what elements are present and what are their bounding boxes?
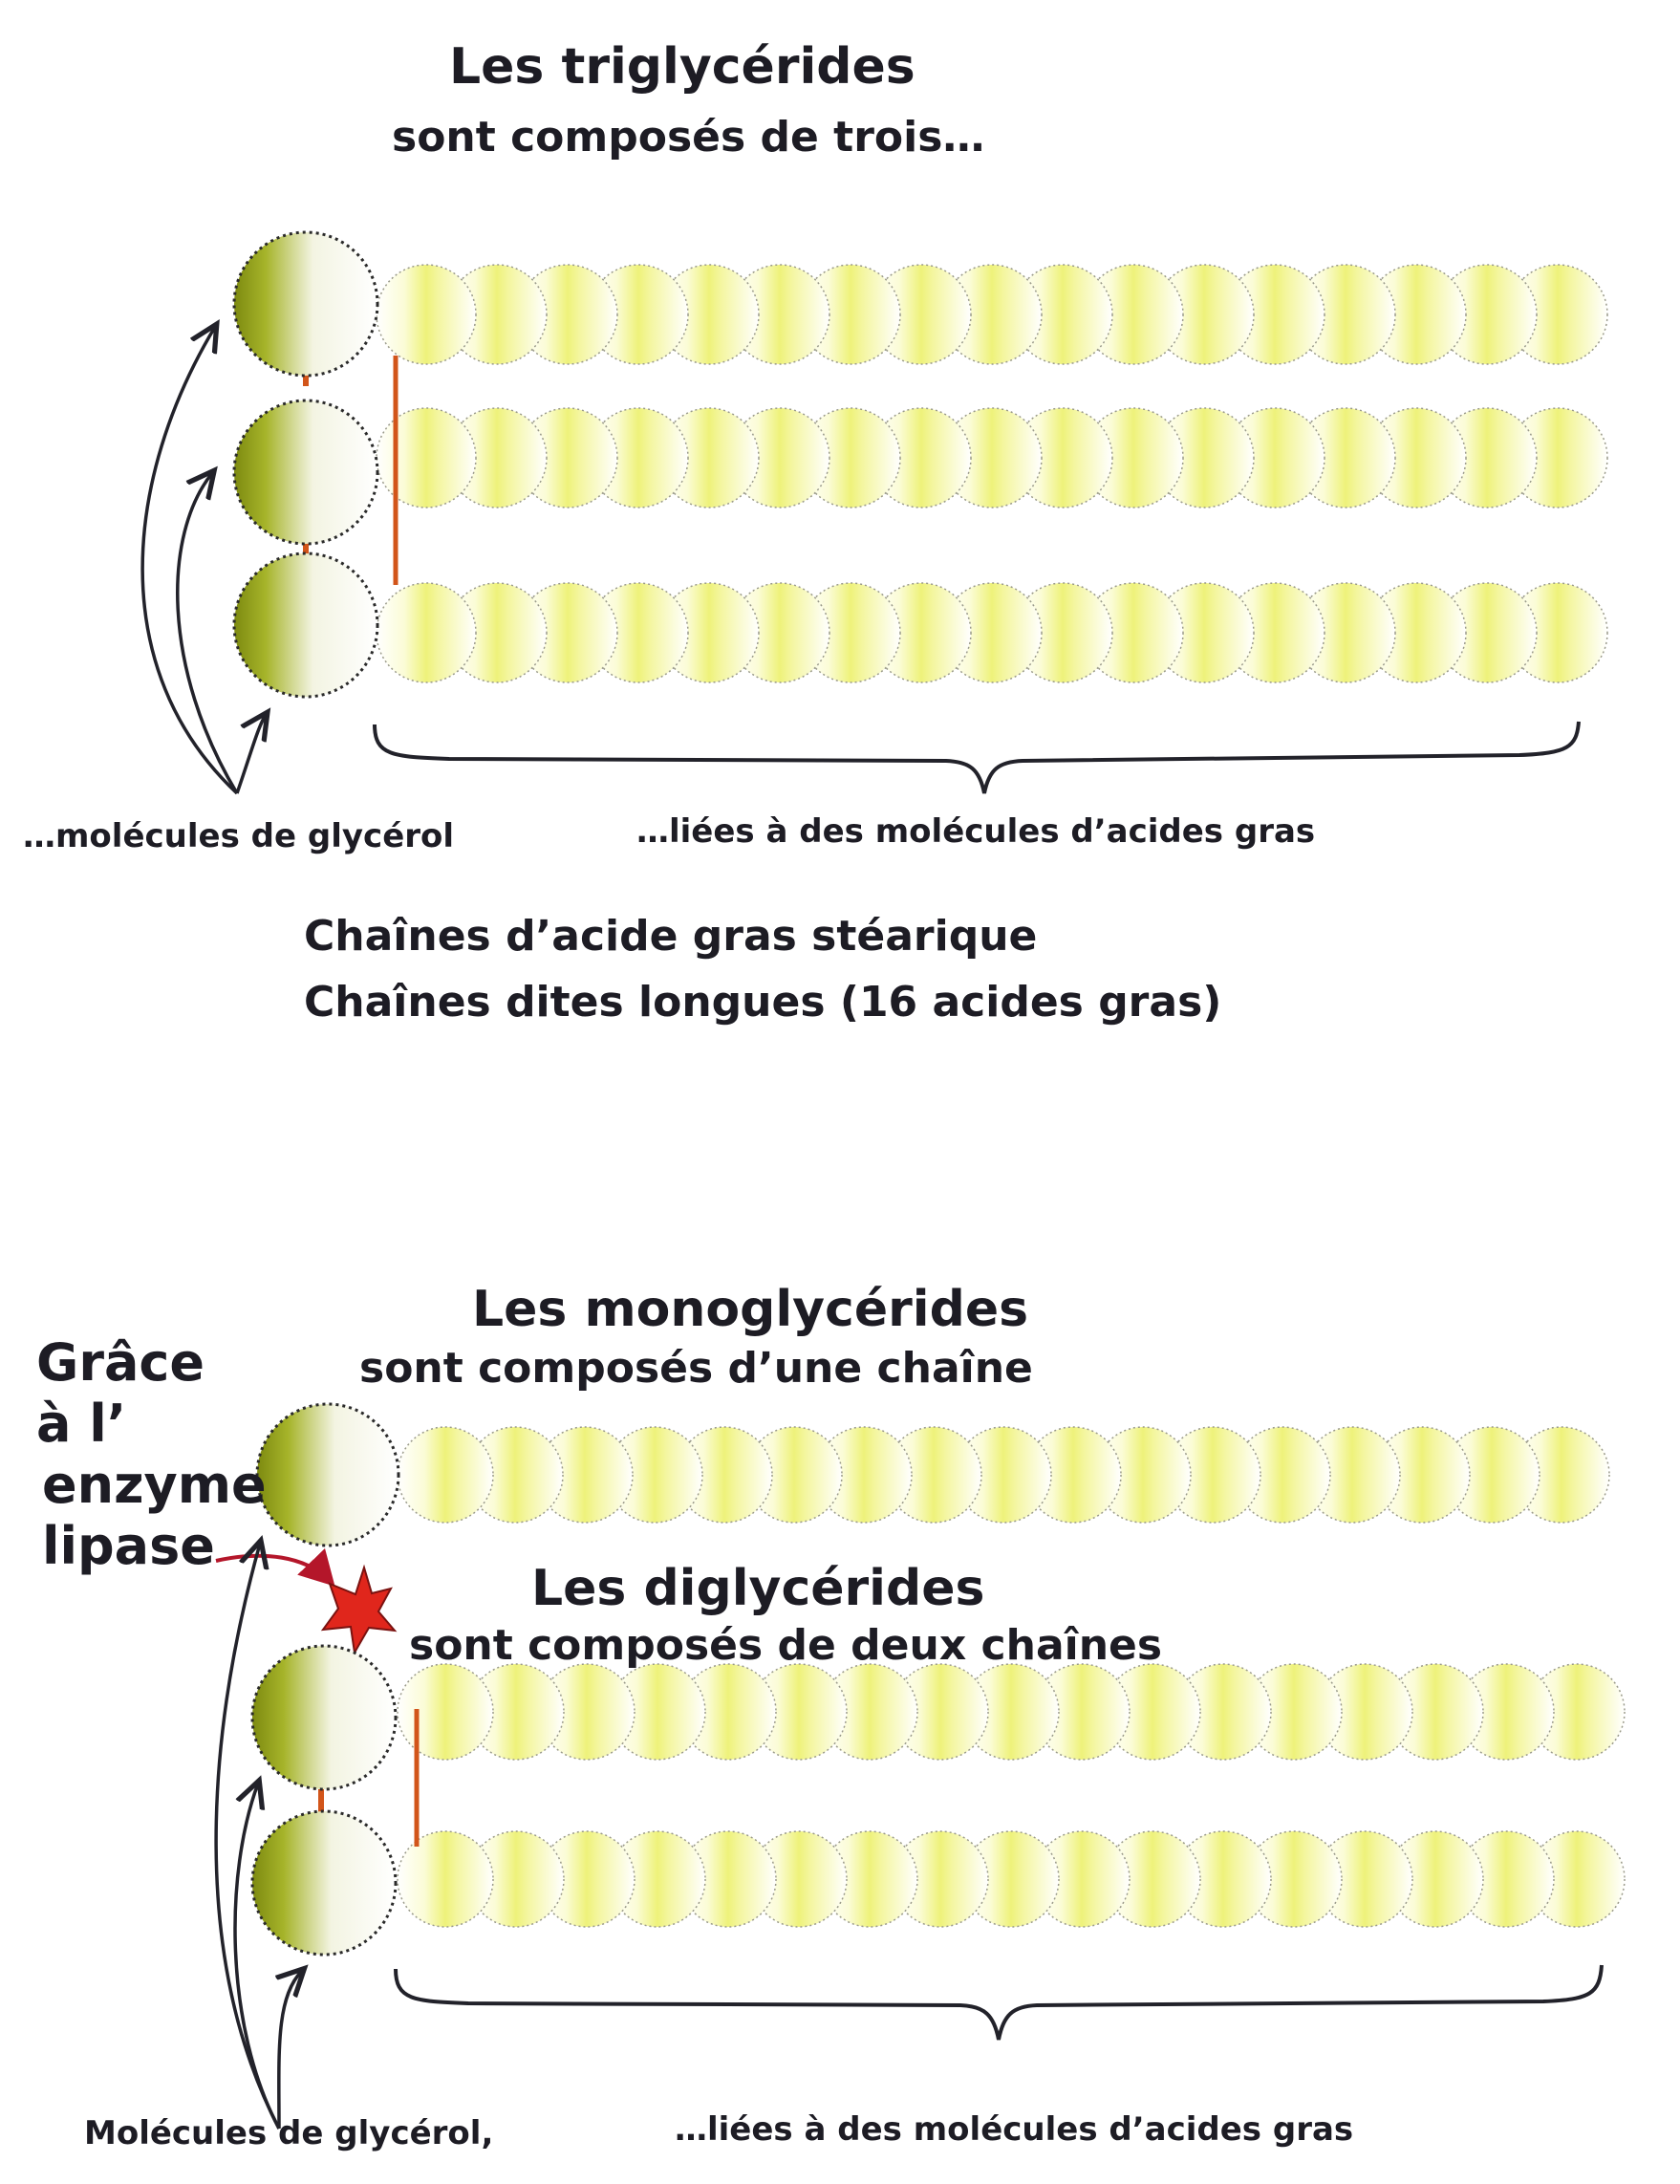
enzyme-burst-icon bbox=[320, 1564, 398, 1655]
fatty-acid-bead bbox=[1012, 407, 1113, 508]
fatty-acid-bead bbox=[588, 264, 689, 365]
fatty-acid-bead bbox=[1436, 264, 1538, 365]
fatty-acid-bead bbox=[588, 582, 689, 683]
pointer-arrow bbox=[235, 715, 266, 794]
fatty-acid-bead bbox=[1012, 582, 1113, 683]
fatty-acid-bead bbox=[1153, 264, 1255, 365]
pointer-arrow bbox=[214, 1544, 281, 2130]
diglyceride-subtitle: sont composés de deux chaînes bbox=[409, 1621, 1163, 1670]
fatty-acid-bead bbox=[1507, 407, 1608, 508]
fatty-acid-bead bbox=[941, 407, 1043, 508]
glycerol-molecule bbox=[255, 1402, 400, 1547]
fatty-acid-bead bbox=[658, 582, 760, 683]
triglyceride-fatty-acid-chain-3 bbox=[376, 582, 1608, 683]
fatty-acid-bead bbox=[1507, 264, 1608, 365]
fatty-acid-bead bbox=[800, 264, 901, 365]
fatty-acid-bead bbox=[588, 407, 689, 508]
fatty-acid-bead bbox=[517, 407, 618, 508]
monoglyceride-subtitle: sont composés d’une chaîne bbox=[359, 1344, 1033, 1393]
fatty-acid-bead bbox=[1224, 582, 1325, 683]
glycerol-molecule bbox=[232, 551, 379, 699]
glycerol-molecule bbox=[232, 230, 379, 378]
fatty-acid-bead bbox=[1083, 582, 1184, 683]
fatty-acid-bead bbox=[1083, 407, 1184, 508]
lipase-line-1: Grâce bbox=[36, 1332, 205, 1393]
fatty-acid-bead bbox=[1153, 582, 1255, 683]
long-chain-note: Chaînes dites longues (16 acides gras) bbox=[304, 978, 1222, 1027]
fatty-acid-bead bbox=[1224, 264, 1325, 365]
diglyceride-glycerol-label: Molécules de glycérol, bbox=[84, 2114, 494, 2152]
triglyceride-title: Les triglycérides bbox=[449, 38, 915, 96]
fatty-acid-bead bbox=[517, 582, 618, 683]
fatty-acid-bead bbox=[1366, 582, 1467, 683]
triglyceride-fatty-acid-chain-1 bbox=[376, 264, 1608, 365]
fatty-acid-bead bbox=[729, 264, 830, 365]
pointer-arrow bbox=[176, 473, 239, 794]
fatty-acid-bead bbox=[446, 264, 548, 365]
fatty-acid-bead bbox=[376, 407, 477, 508]
triglyceride-fatty-acid-chain-2 bbox=[376, 407, 1608, 508]
fatty-acid-brace bbox=[373, 721, 1581, 794]
fatty-acid-bead bbox=[376, 264, 477, 365]
triglyceride-glycerol-label: …molécules de glycérol bbox=[23, 817, 455, 855]
fatty-acid-bead bbox=[800, 407, 901, 508]
lipase-line-4: lipase bbox=[42, 1516, 215, 1576]
monoglyceride-title: Les monoglycérides bbox=[472, 1281, 1029, 1338]
fatty-acid-bead bbox=[871, 582, 972, 683]
fatty-acid-bead bbox=[397, 1663, 494, 1761]
fatty-acid-bead bbox=[446, 582, 548, 683]
fatty-acid-brace bbox=[394, 1964, 1604, 2041]
fatty-acid-bead bbox=[729, 582, 830, 683]
monoglyceride-fatty-acid-chain bbox=[397, 1426, 1610, 1524]
diglyceride-fatty-acid-chain-1 bbox=[397, 1663, 1626, 1761]
fatty-acid-bead bbox=[1295, 264, 1396, 365]
fatty-acid-bead bbox=[871, 264, 972, 365]
fatty-acid-bead bbox=[800, 582, 901, 683]
fatty-acid-bead bbox=[658, 264, 760, 365]
pointer-arrow bbox=[140, 327, 239, 795]
triglyceride-subtitle: sont composés de trois… bbox=[392, 113, 985, 162]
fatty-acid-bead bbox=[397, 1426, 494, 1524]
glycerol-molecule bbox=[250, 1809, 398, 1957]
monoglyceride-molecule bbox=[255, 1402, 1610, 1547]
fatty-acid-bead bbox=[941, 264, 1043, 365]
glycerol-molecule bbox=[250, 1644, 398, 1791]
fatty-acid-bead bbox=[1366, 264, 1467, 365]
fatty-acid-bead bbox=[376, 582, 477, 683]
fatty-acid-bead bbox=[1224, 407, 1325, 508]
fatty-acid-bead bbox=[446, 407, 548, 508]
lipase-arrow bbox=[215, 1547, 335, 1587]
fatty-acid-bead bbox=[1083, 264, 1184, 365]
diglyceride-molecule bbox=[214, 1544, 1626, 2130]
fatty-acid-bead bbox=[1153, 407, 1255, 508]
stearic-chain-note: Chaînes d’acide gras stéarique bbox=[304, 912, 1038, 961]
fatty-acid-bead bbox=[517, 264, 618, 365]
fatty-acid-bead bbox=[1295, 582, 1396, 683]
fatty-acid-bead bbox=[1012, 264, 1113, 365]
fatty-acid-bead bbox=[729, 407, 830, 508]
lipase-enzyme bbox=[215, 1547, 398, 1655]
fatty-acid-bead bbox=[941, 582, 1043, 683]
triglyceride-molecule bbox=[140, 230, 1608, 795]
fatty-acid-bead bbox=[1436, 582, 1538, 683]
glycerol-molecule bbox=[232, 399, 379, 546]
pointer-arrow bbox=[279, 1971, 302, 2130]
fatty-acid-bead bbox=[1436, 407, 1538, 508]
pointer-arrow bbox=[233, 1784, 281, 2130]
fatty-acid-bead bbox=[871, 407, 972, 508]
diglyceride-fatty-acid-label: …liées à des molécules d’acides gras bbox=[675, 2110, 1354, 2149]
fatty-acid-bead bbox=[658, 407, 760, 508]
lipase-line-3: enzyme bbox=[42, 1455, 267, 1515]
lipase-line-2: à l’ bbox=[36, 1394, 127, 1454]
fatty-acid-bead bbox=[397, 1830, 494, 1928]
fatty-acid-bead bbox=[1366, 407, 1467, 508]
diglyceride-title: Les diglycérides bbox=[531, 1560, 985, 1617]
diglyceride-fatty-acid-chain-2 bbox=[397, 1830, 1626, 1928]
triglyceride-fatty-acid-label: …liées à des molécules d’acides gras bbox=[636, 812, 1316, 851]
fatty-acid-bead bbox=[1295, 407, 1396, 508]
fatty-acid-bead bbox=[1507, 582, 1608, 683]
